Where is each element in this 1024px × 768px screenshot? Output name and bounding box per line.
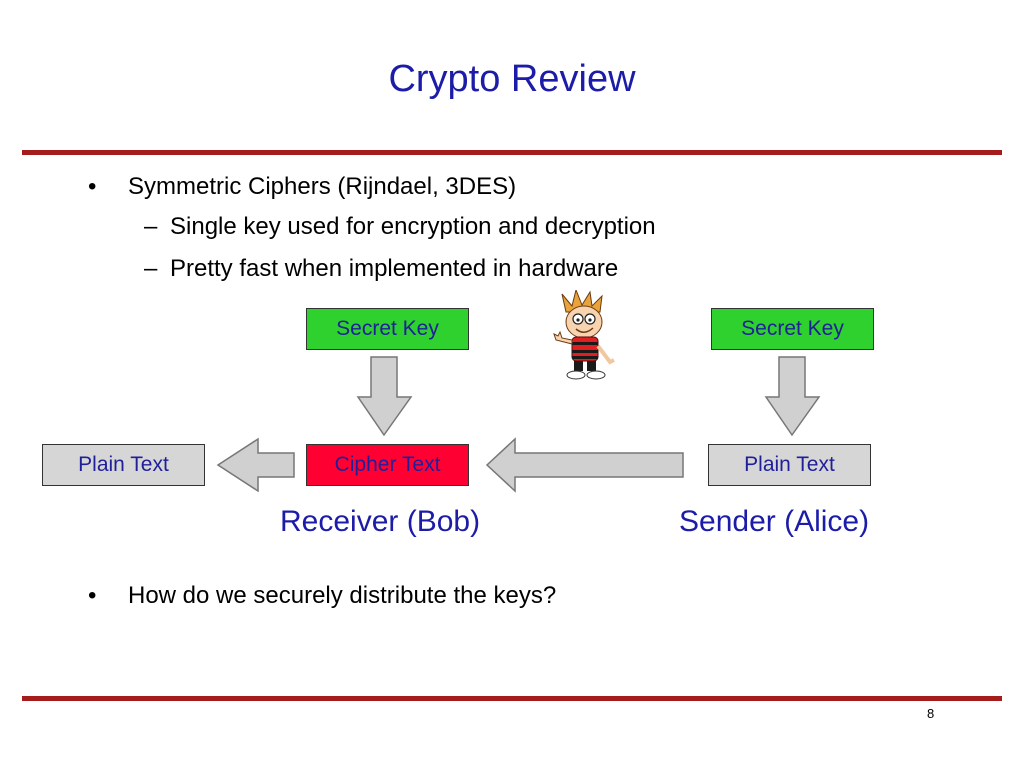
sub-marker: – bbox=[144, 213, 158, 240]
receiver-plain-text-box: Plain Text bbox=[42, 444, 205, 486]
cipher-text-box: Cipher Text bbox=[306, 444, 469, 486]
left-arrow-to-plain bbox=[216, 437, 295, 493]
bullet-distribute-keys: • How do we securely distribute the keys? bbox=[88, 582, 556, 610]
bullet-symmetric-ciphers: • Symmetric Ciphers (Rijndael, 3DES) bbox=[88, 173, 516, 201]
sender-plain-text-box: Plain Text bbox=[708, 444, 871, 486]
sender-label: Sender (Alice) bbox=[679, 505, 870, 538]
slide-title: Crypto Review bbox=[388, 58, 636, 100]
cartoon-boy-icon bbox=[553, 290, 615, 380]
sub-bullet-pretty-fast: –Pretty fast when implemented in hardwar… bbox=[144, 255, 618, 283]
bullet-text: Symmetric Ciphers (Rijndael, 3DES) bbox=[128, 173, 517, 200]
down-arrow-sender bbox=[764, 356, 821, 437]
bullet-marker: • bbox=[88, 582, 97, 609]
sender-secret-key-box: Secret Key bbox=[711, 308, 874, 350]
sub-bullet-single-key: –Single key used for encryption and decr… bbox=[144, 213, 656, 241]
bullet-marker: • bbox=[88, 173, 97, 200]
page-number: 8 bbox=[927, 706, 935, 721]
sub-marker: – bbox=[144, 255, 158, 282]
top-rule bbox=[22, 150, 1002, 155]
sub-bullet-text: Single key used for encryption and decry… bbox=[170, 213, 656, 240]
bottom-rule bbox=[22, 696, 1002, 701]
receiver-secret-key-box: Secret Key bbox=[306, 308, 469, 350]
receiver-label: Receiver (Bob) bbox=[280, 505, 481, 538]
bullet-text: How do we securely distribute the keys? bbox=[128, 582, 557, 609]
left-arrow-to-cipher bbox=[485, 437, 684, 493]
down-arrow-receiver bbox=[356, 356, 413, 437]
sub-bullet-text: Pretty fast when implemented in hardware bbox=[170, 255, 619, 282]
